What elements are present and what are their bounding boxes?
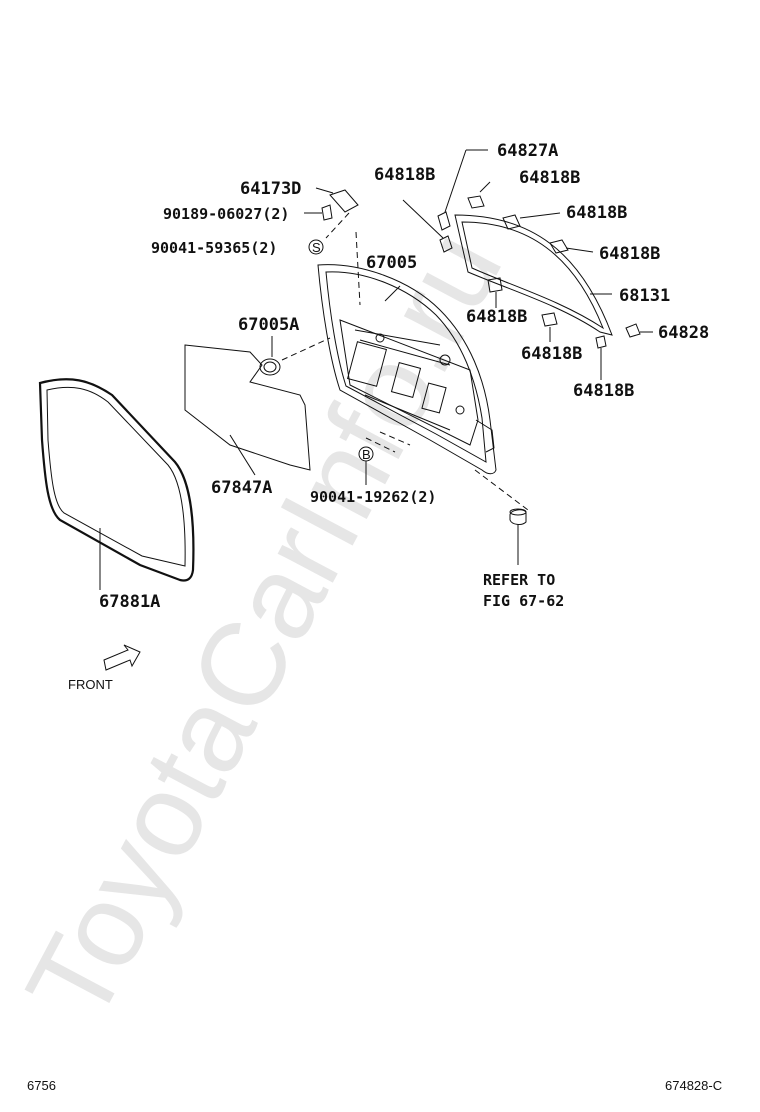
label-64818B-3: 64818B: [566, 203, 627, 223]
bracket-64173D: [304, 187, 359, 255]
refer-line-1: REFER TO: [483, 571, 555, 589]
grommet-67005A: [259, 336, 331, 376]
label-67005A: 67005A: [238, 315, 299, 335]
label-67847A: 67847A: [211, 478, 272, 498]
clip-64828: [625, 323, 653, 338]
label-64818B-1: 64818B: [374, 165, 435, 185]
label-64173D: 64173D: [240, 179, 301, 199]
weatherstrip-67881A: [38, 378, 195, 590]
label-90189-06027: 90189-06027(2): [163, 205, 289, 223]
bolts-90041-19262: [358, 431, 411, 485]
back-door-panel-67005: [317, 212, 497, 475]
label-64818B-5: 64818B: [466, 307, 527, 327]
back-glass-68131: [454, 214, 613, 336]
label-64818B-2: 64818B: [519, 168, 580, 188]
label-64818B-4: 64818B: [599, 244, 660, 264]
label-90041-19262: 90041-19262(2): [310, 488, 436, 506]
callout-s: S: [312, 240, 321, 255]
callout-b: B: [362, 447, 371, 462]
clip-64827A: [437, 149, 488, 231]
label-67881A: 67881A: [99, 592, 160, 612]
refer-line-2: FIG 67-62: [483, 592, 564, 610]
label-64827A: 64827A: [497, 141, 558, 161]
footer-left-number: 6756: [27, 1078, 56, 1093]
label-64818B-7: 64818B: [573, 381, 634, 401]
label-64818B-6: 64818B: [521, 344, 582, 364]
label-68131: 68131: [619, 286, 670, 306]
label-90041-59365: 90041-59365(2): [151, 239, 277, 257]
front-arrow-icon: [103, 644, 141, 671]
clips-64818B: [402, 181, 607, 380]
label-67005: 67005: [366, 253, 417, 273]
damper-stay-ref: [474, 469, 529, 565]
footer-right-code: 674828-C: [665, 1078, 722, 1093]
pad-67847A: [184, 344, 311, 476]
front-label: FRONT: [68, 677, 113, 692]
label-64828: 64828: [658, 323, 709, 343]
